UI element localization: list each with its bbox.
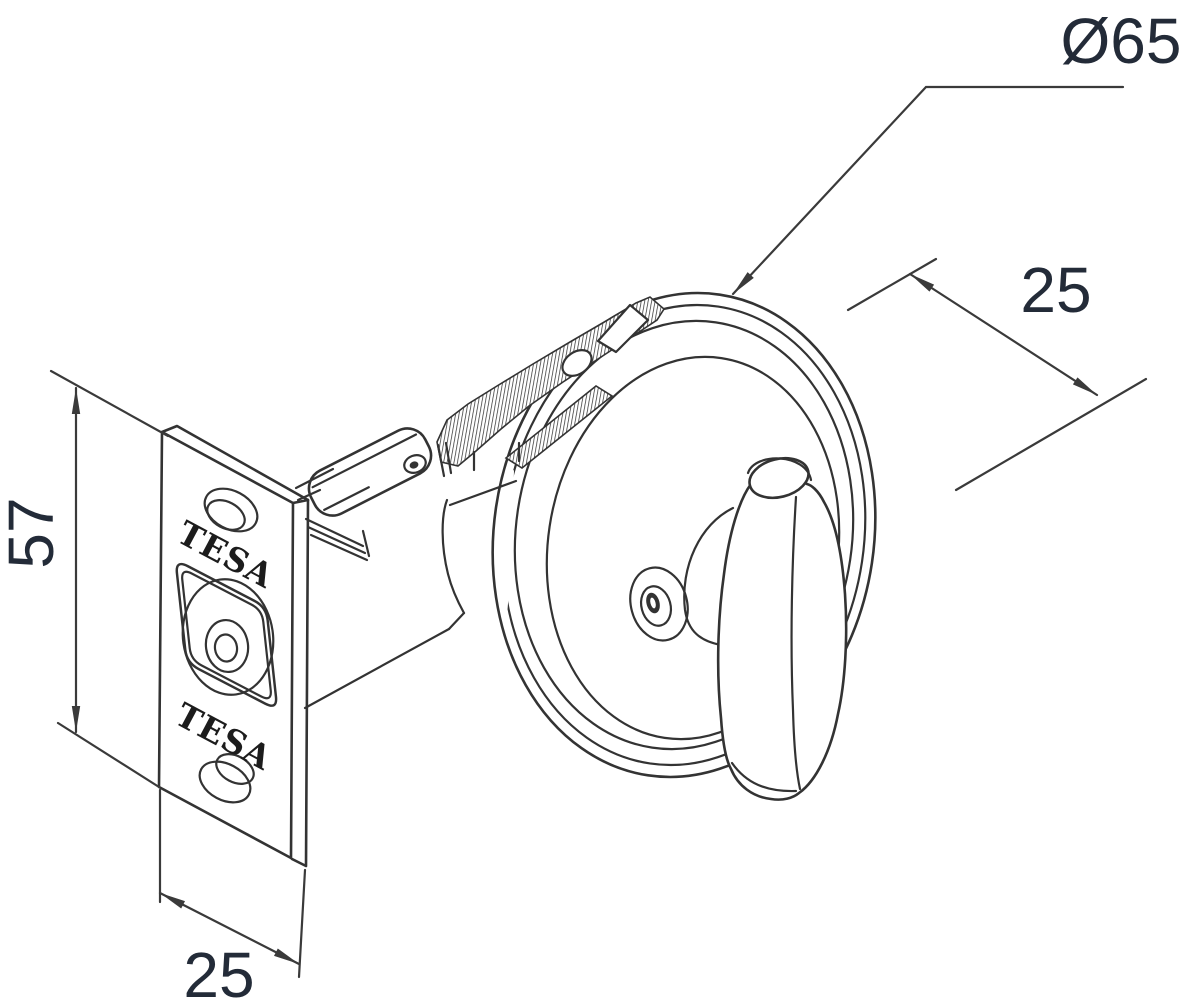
spring-gap — [561, 349, 593, 377]
dim-diameter: Ø65 — [731, 5, 1182, 296]
dim-diameter-label: Ø65 — [1061, 5, 1182, 77]
rosette-screw — [629, 566, 689, 642]
faceplate: TESA TESA — [157, 424, 310, 868]
dim-plate-height: 57 — [0, 369, 170, 789]
screw-hole-bottom — [198, 760, 252, 804]
dim-depth: 25 — [846, 254, 1148, 492]
dim-plate-width-label: 25 — [183, 939, 254, 1000]
dim-plate-height-label: 57 — [0, 497, 67, 568]
latch-cylinder — [303, 479, 518, 710]
dim-depth-label: 25 — [1020, 254, 1091, 326]
spring-hatch — [436, 296, 666, 472]
dim-plate-width: 25 — [158, 788, 307, 1000]
spring-tab — [596, 303, 650, 354]
collar-lug — [304, 517, 371, 562]
rosette-outer-ring — [491, 291, 877, 779]
spring-lower-coil — [504, 385, 614, 469]
latch-front — [175, 562, 278, 707]
thumbturn-boss — [683, 506, 735, 647]
thumbturn — [716, 456, 848, 801]
collar-bracket — [294, 467, 335, 502]
latch-collar — [294, 427, 453, 562]
